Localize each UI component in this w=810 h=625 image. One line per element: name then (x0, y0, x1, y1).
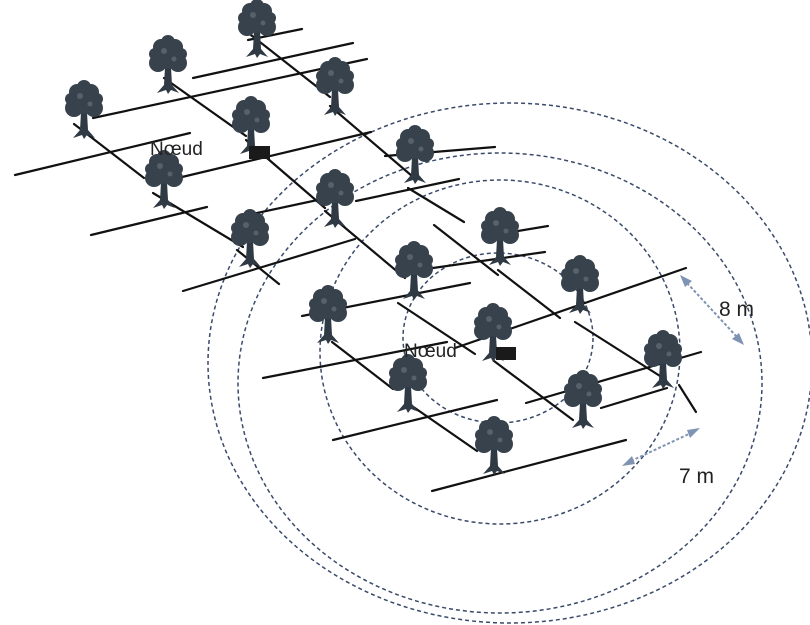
tree-icon (231, 209, 269, 268)
dimension-arrow-7m (622, 428, 700, 466)
trees (65, 0, 682, 475)
grid-line (191, 41, 355, 80)
tree-icon (65, 80, 103, 139)
tree-icon (396, 125, 434, 184)
grid-line (331, 398, 499, 442)
grid-line (13, 131, 192, 177)
grid-line (410, 404, 479, 453)
grid-line (89, 205, 209, 237)
grid-line (328, 104, 414, 178)
tree-icon (475, 416, 513, 475)
grid-line (406, 186, 466, 224)
tree-icon (149, 35, 187, 94)
distance-label-8m: 8 m (719, 298, 754, 321)
node-label-center: Nœud (404, 341, 457, 362)
grid-line (430, 438, 628, 493)
grid-line (354, 177, 461, 203)
node-marker-icon (249, 146, 270, 159)
distance-label-7m: 7 m (679, 465, 714, 488)
grid-line (180, 130, 373, 179)
tree-icon (309, 285, 347, 344)
grid-line (330, 340, 395, 391)
grid-line (396, 301, 477, 356)
dimension-arrow-8m (680, 275, 744, 345)
node-marker-icon (496, 347, 516, 360)
grid-line (235, 248, 281, 286)
grid-line (410, 250, 547, 273)
concentric-rings (207, 102, 810, 624)
tree-icon (316, 57, 354, 116)
grid-line (496, 268, 562, 320)
node-label-top: Nœud (150, 139, 203, 160)
grid-line (181, 237, 357, 293)
ring-third (237, 152, 763, 614)
grid-line (599, 386, 669, 410)
grid-line (573, 320, 662, 378)
tree-icon (561, 255, 599, 314)
tree-icon (389, 354, 427, 413)
ring-outer (207, 102, 810, 624)
grid-line (432, 223, 500, 277)
tree-icon (564, 370, 602, 429)
grid-line (492, 359, 575, 422)
tree-icon (644, 330, 682, 389)
grid-line (677, 383, 698, 414)
tree-icon (316, 169, 354, 228)
